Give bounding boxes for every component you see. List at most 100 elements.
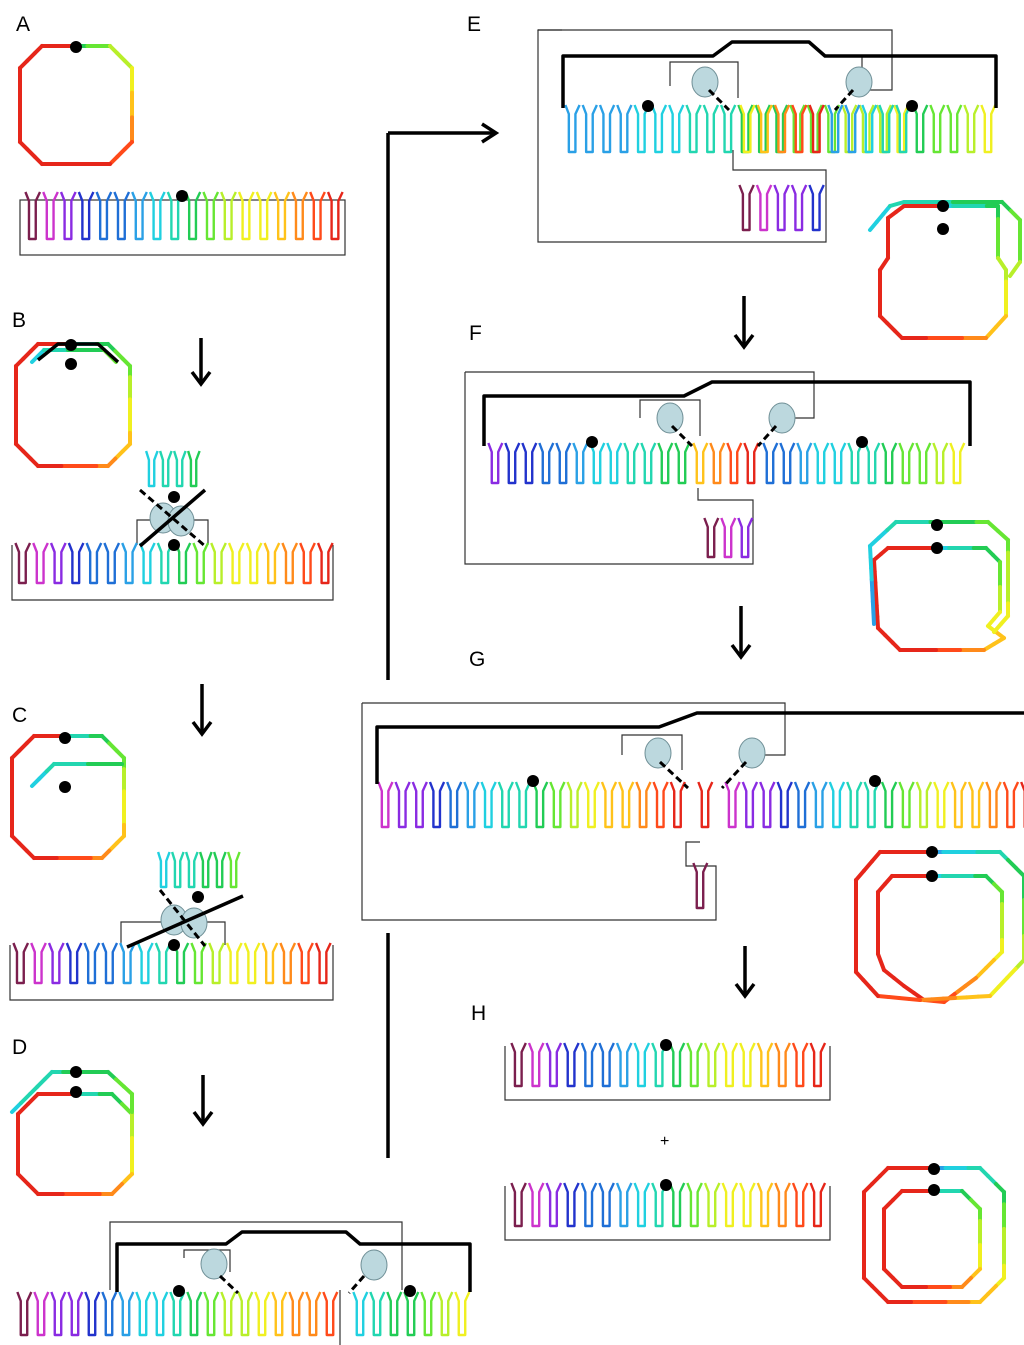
- loop-g-dot-1: [926, 846, 938, 858]
- strand-f-left-tooth: [640, 442, 657, 485]
- strand-b-tooth: [85, 542, 103, 585]
- strand-b-tooth: [174, 542, 192, 585]
- strand-g-left-tooth: [463, 781, 480, 829]
- loop-g-outer-segment: [988, 985, 1001, 998]
- loop-g-dot-2: [926, 870, 938, 882]
- loop-g-outer-segment: [870, 850, 882, 864]
- strand-b-tooth: [299, 542, 316, 585]
- strand-d-left-tooth: [135, 1291, 152, 1337]
- strand-d-left-tooth: [305, 1291, 322, 1337]
- strand-f-mid-tooth: [743, 442, 760, 485]
- strand-g-dot-2: [869, 775, 881, 787]
- outer-box-e-left: [537, 30, 827, 243]
- arrow-layer: [190, 122, 756, 1158]
- strand-b-tooth: [192, 542, 210, 585]
- loop-d-segment: [16, 1172, 30, 1186]
- panel-label-h: H: [471, 1002, 486, 1025]
- loop-h-inner-segment: [882, 1267, 895, 1280]
- strand-h-1-tooth: [615, 1042, 633, 1088]
- strand-f-lower-tooth: [737, 517, 754, 559]
- strand-h-1-tooth: [809, 1042, 827, 1088]
- strand-d-left-tooth: [84, 1291, 101, 1337]
- strand-f-right-tooth: [813, 442, 830, 485]
- strand-h-1-tooth: [668, 1042, 686, 1088]
- panel-label-g: G: [469, 648, 485, 671]
- strand-g-left-tooth: [652, 781, 669, 829]
- strand-g-right-tooth: [898, 781, 915, 829]
- strand-e-right-tooth: [844, 104, 861, 154]
- strand-e-mid-tooth: [756, 104, 773, 154]
- strand-g-right-tooth: [811, 781, 828, 829]
- loop-d-segment: [26, 1092, 40, 1106]
- strand-a-tooth: [24, 191, 42, 241]
- loop-h-inner-segment: [969, 1267, 982, 1280]
- strand-a-tooth: [95, 191, 113, 241]
- strand-h-1-tooth: [651, 1042, 668, 1088]
- strand-g-right-tooth: [880, 781, 898, 829]
- panel-label-b: B: [12, 309, 26, 332]
- loop-g-segment: [892, 976, 906, 988]
- cross-b-2: [138, 488, 207, 548]
- strand-e-dot-2: [906, 100, 918, 112]
- strand-g-left-tooth: [428, 781, 446, 829]
- strand-c-top-tooth: [170, 851, 185, 889]
- strand-d-left-tooth: [118, 1291, 135, 1337]
- dash-f-2: [756, 424, 778, 448]
- strand-d-left-tooth: [50, 1291, 67, 1337]
- strand-a-tooth: [220, 191, 237, 241]
- strand-h-2-tooth: [545, 1182, 563, 1228]
- panel-label-a: A: [16, 13, 30, 36]
- dash-d-1: [218, 1274, 240, 1295]
- strand-a-tooth: [42, 191, 59, 241]
- strand-g-right-tooth: [776, 781, 793, 829]
- strand-a-tooth: [148, 191, 166, 241]
- strand-d-right-tooth: [369, 1291, 386, 1337]
- strand-h-1-tooth: [703, 1042, 721, 1088]
- loop-e-dot-1: [937, 200, 949, 212]
- connector-head: [481, 122, 500, 144]
- strand-h-2-tooth: [791, 1182, 809, 1228]
- strand-a-tooth: [113, 191, 131, 241]
- strand-f-left-tooth: [487, 442, 504, 485]
- overlay-layer: [36, 40, 1024, 1297]
- outer-box-f-top: [465, 371, 815, 419]
- loop-f-dot-1: [931, 519, 943, 531]
- strand-c-dot-2: [168, 939, 180, 951]
- strand-e-lower-tooth: [773, 184, 790, 232]
- strand-h-1-tooth: [791, 1042, 809, 1088]
- dash-f-1: [670, 424, 694, 448]
- protein-g-2: [738, 737, 766, 769]
- strand-f-right-tooth: [847, 442, 864, 485]
- protein-f-1: [656, 402, 684, 434]
- protein-g-1: [644, 737, 672, 769]
- loop-h-inner-segment: [960, 1276, 973, 1289]
- strand-g-left-tooth: [411, 781, 428, 829]
- strand-f-right-tooth: [932, 442, 949, 485]
- strand-e-left-tooth: [616, 104, 633, 154]
- strand-g-right-tooth: [724, 781, 741, 829]
- strand-b-tooth: [281, 542, 299, 585]
- strand-c-top-tooth: [198, 851, 213, 889]
- strand-h-1-tooth: [633, 1042, 651, 1088]
- strand-d-left-tooth: [16, 1291, 33, 1337]
- mini-box-e: [669, 61, 739, 98]
- loop-g-segment: [902, 984, 916, 995]
- panel-label-d: D: [12, 1036, 27, 1059]
- arrow-f-g-head: [730, 643, 752, 660]
- arrow-c-d-head: [192, 1110, 214, 1127]
- strand-g-left-tooth: [377, 781, 394, 829]
- strand-d-left-tooth: [33, 1291, 50, 1337]
- loop-h-inner-segment: [969, 1198, 982, 1211]
- strand-b-dot-1: [168, 491, 180, 503]
- strand-e-right-tooth: [946, 104, 963, 154]
- loop-e-outer-segment: [1009, 209, 1022, 222]
- mini-box-d: [183, 1249, 231, 1272]
- strand-h-2-tooth: [668, 1182, 686, 1228]
- strand-g-left-tooth: [669, 781, 686, 829]
- loop-e-outer-segment: [1000, 200, 1013, 213]
- strand-c-tooth: [208, 942, 225, 985]
- loop-h-inner-segment: [891, 1189, 904, 1202]
- strand-b-tooth: [138, 542, 156, 585]
- loop-g-outer-segment: [1005, 967, 1018, 980]
- strand-g-right-tooth: [846, 781, 863, 829]
